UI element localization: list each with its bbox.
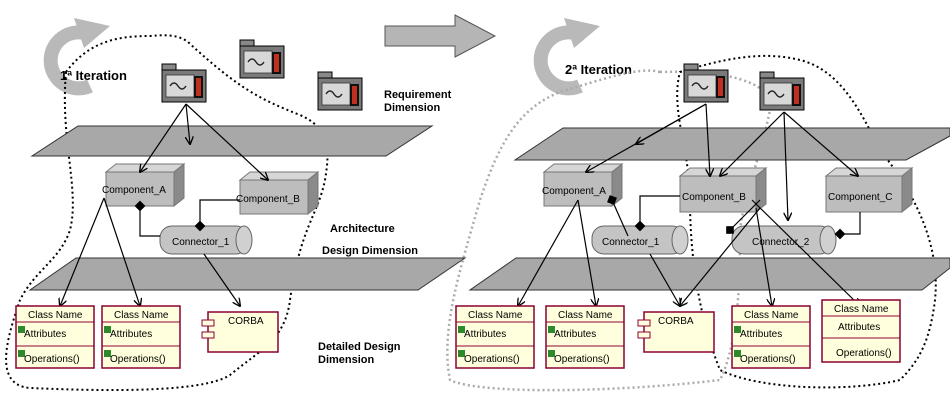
- class-operations-text: Operations(): [836, 348, 892, 359]
- detailed-design-plane: [28, 257, 467, 291]
- svg-text:Attributes: Attributes: [554, 329, 596, 340]
- class-box: Class Name Attributes Operations(): [455, 305, 535, 369]
- svg-text:Component_A: Component_A: [542, 186, 606, 197]
- svg-text:Design Dimension: Design Dimension: [322, 245, 418, 257]
- svg-text:Class Name: Class Name: [114, 310, 169, 321]
- svg-text:Operations(): Operations(): [24, 354, 80, 365]
- svg-text:Attributes: Attributes: [24, 329, 66, 340]
- svg-text:Connector_2: Connector_2: [752, 237, 810, 248]
- iteration-cycle-icon: [43, 18, 110, 96]
- svg-text:Attributes: Attributes: [740, 329, 782, 340]
- architecture-plane-top: [30, 125, 434, 157]
- component-a: Component_A: [102, 162, 186, 208]
- svg-text:Dimension: Dimension: [384, 102, 441, 114]
- iteration-boundary: [676, 54, 937, 389]
- component-b: Component_B: [236, 170, 320, 216]
- class-box: Class Name Attributes Operations(): [101, 305, 181, 369]
- class-box: Class Name Attributes Operations(): [821, 299, 901, 363]
- connector-2: Connector_2: [731, 225, 837, 255]
- svg-text:Class Name: Class Name: [468, 310, 523, 321]
- svg-text:Component_A: Component_A: [102, 185, 166, 196]
- svg-text:Attributes: Attributes: [464, 329, 506, 340]
- svg-text:Class Name: Class Name: [558, 310, 613, 321]
- detailed-design-plane: [468, 257, 950, 291]
- svg-text:Operations(): Operations(): [110, 354, 166, 365]
- component-a: Component_A: [542, 162, 624, 208]
- svg-text:Operations(): Operations(): [464, 354, 520, 365]
- package-folder-icon: [759, 71, 805, 111]
- class-box: Class Name Attributes Operations(): [15, 305, 95, 369]
- package-folder-icon: [161, 63, 207, 103]
- class-name-text: Class Name: [834, 304, 889, 315]
- class-box: Class Name Attributes Operations(): [731, 305, 811, 369]
- svg-text:Attributes: Attributes: [110, 329, 152, 340]
- transition-arrow-icon: [384, 14, 497, 58]
- iteration-label: 2ª Iteration: [565, 62, 632, 77]
- class-box: Class Name Attributes Operations(): [545, 305, 625, 369]
- svg-text:CORBA: CORBA: [228, 316, 264, 327]
- iteration-boundary: [5, 34, 329, 392]
- svg-text:Connector_1: Connector_1: [172, 237, 230, 248]
- svg-text:Component_B: Component_B: [236, 194, 300, 205]
- corba-component: CORBA: [201, 311, 279, 353]
- connector-1: Connector_1: [159, 225, 253, 255]
- svg-text:Dimension: Dimension: [318, 354, 375, 366]
- svg-text:CORBA: CORBA: [658, 316, 694, 327]
- svg-text:Operations(): Operations(): [740, 354, 796, 365]
- architecture-dimension-label: Architecture: [330, 223, 395, 235]
- iteration-label: 1ª Iteration: [60, 68, 127, 83]
- svg-text:Component_C: Component_C: [828, 192, 892, 203]
- package-folder-icon: [239, 39, 285, 79]
- detailed-design-dimension-label: Detailed Design: [318, 341, 401, 353]
- svg-text:Connector_1: Connector_1: [602, 237, 660, 248]
- corba-component: CORBA: [637, 311, 715, 353]
- architecture-plane-top: [513, 127, 950, 161]
- iteration-cycle-icon: [533, 18, 600, 96]
- svg-text:Class Name: Class Name: [744, 310, 799, 321]
- component-c: Component_C: [824, 166, 914, 214]
- package-folder-icon: [683, 63, 729, 103]
- component-b: Component_B: [678, 166, 768, 214]
- connector-1: Connector_1: [591, 225, 689, 255]
- class-attributes-text: Attributes: [838, 322, 880, 333]
- requirement-dimension-label: Requirement: [384, 89, 452, 101]
- svg-text:Operations(): Operations(): [554, 354, 610, 365]
- svg-text:Class Name: Class Name: [28, 310, 83, 321]
- package-folder-icon: [317, 71, 363, 111]
- svg-text:Component_B: Component_B: [682, 192, 746, 203]
